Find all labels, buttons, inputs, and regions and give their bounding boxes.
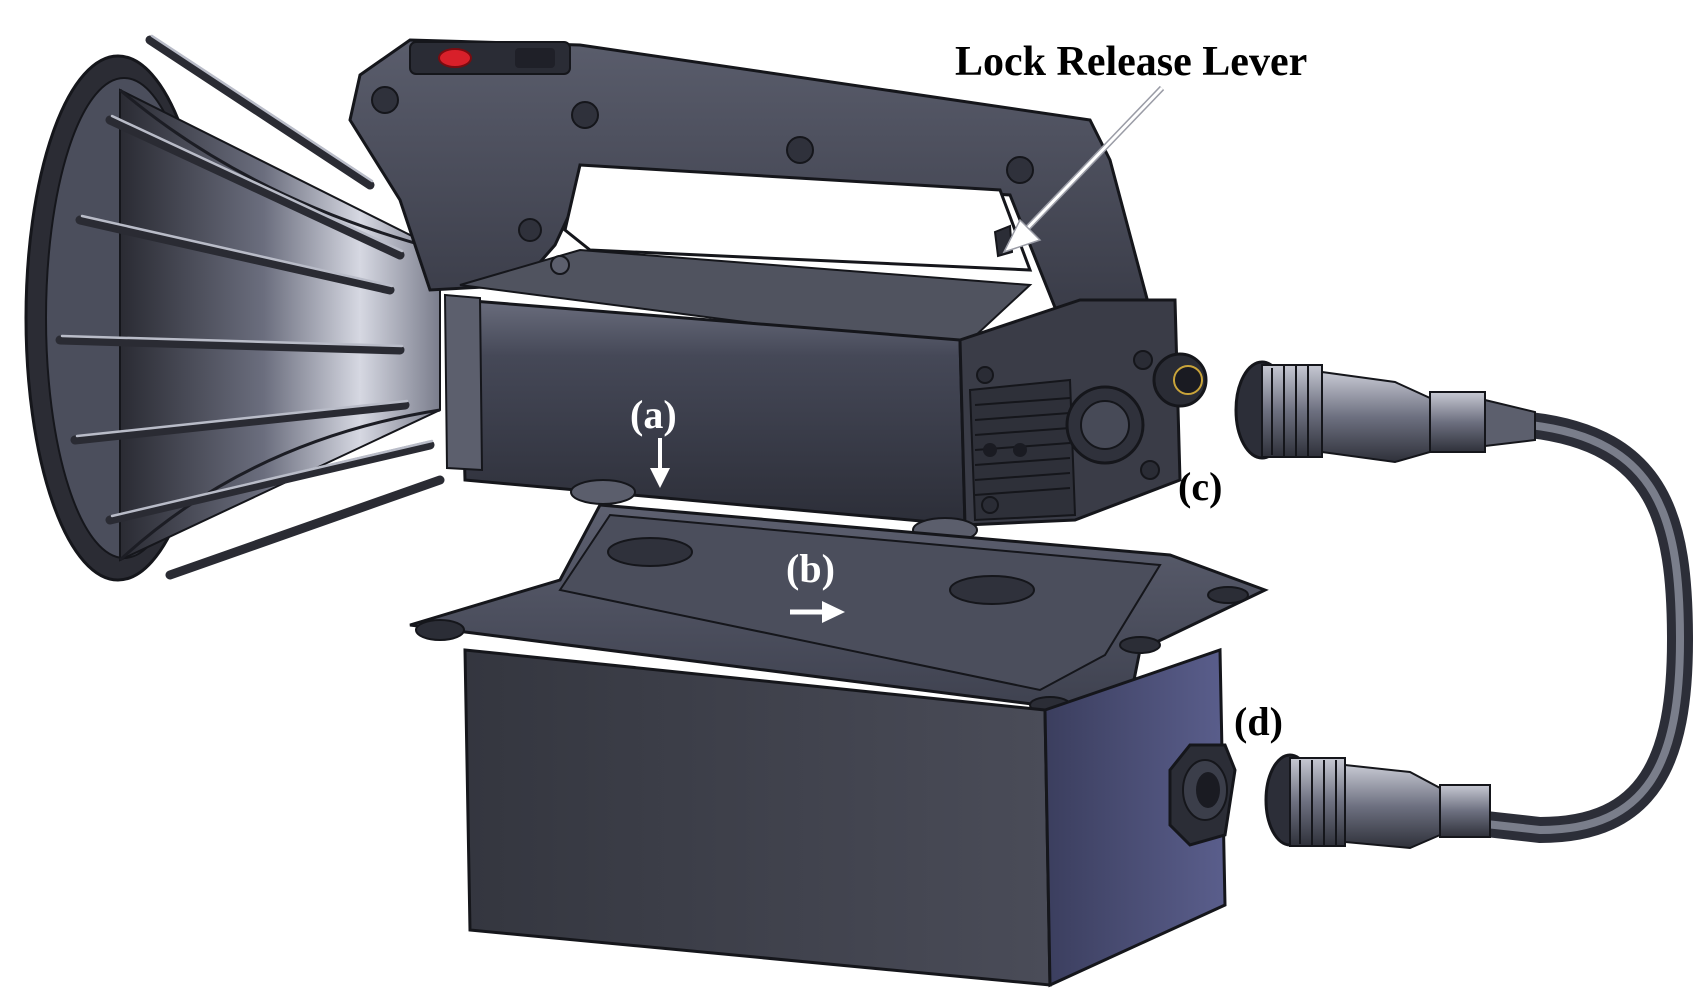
lower-cable-connector[interactable] <box>1264 753 1491 850</box>
arrow-b-right <box>790 601 845 623</box>
lamp-rear-connector-port[interactable] <box>1065 350 1208 480</box>
lock-release-pointer-arrow <box>1002 85 1165 254</box>
power-cable[interactable] <box>1437 412 1694 844</box>
label-a: (a) <box>630 392 677 437</box>
label-b: (b) <box>786 546 835 591</box>
reflector-guard-highlights <box>60 34 434 518</box>
arrow-a-down <box>650 438 670 488</box>
lock-release-lever-label: Lock Release Lever <box>955 39 1307 85</box>
carry-handle <box>348 38 1152 322</box>
battery-box <box>409 503 1269 988</box>
upper-cable-connector[interactable] <box>1234 360 1536 464</box>
reflector-guard-bars <box>55 35 445 580</box>
label-d: (d) <box>1234 699 1283 744</box>
label-c: (c) <box>1178 464 1222 509</box>
battery-box-connector-port[interactable] <box>1168 743 1237 847</box>
